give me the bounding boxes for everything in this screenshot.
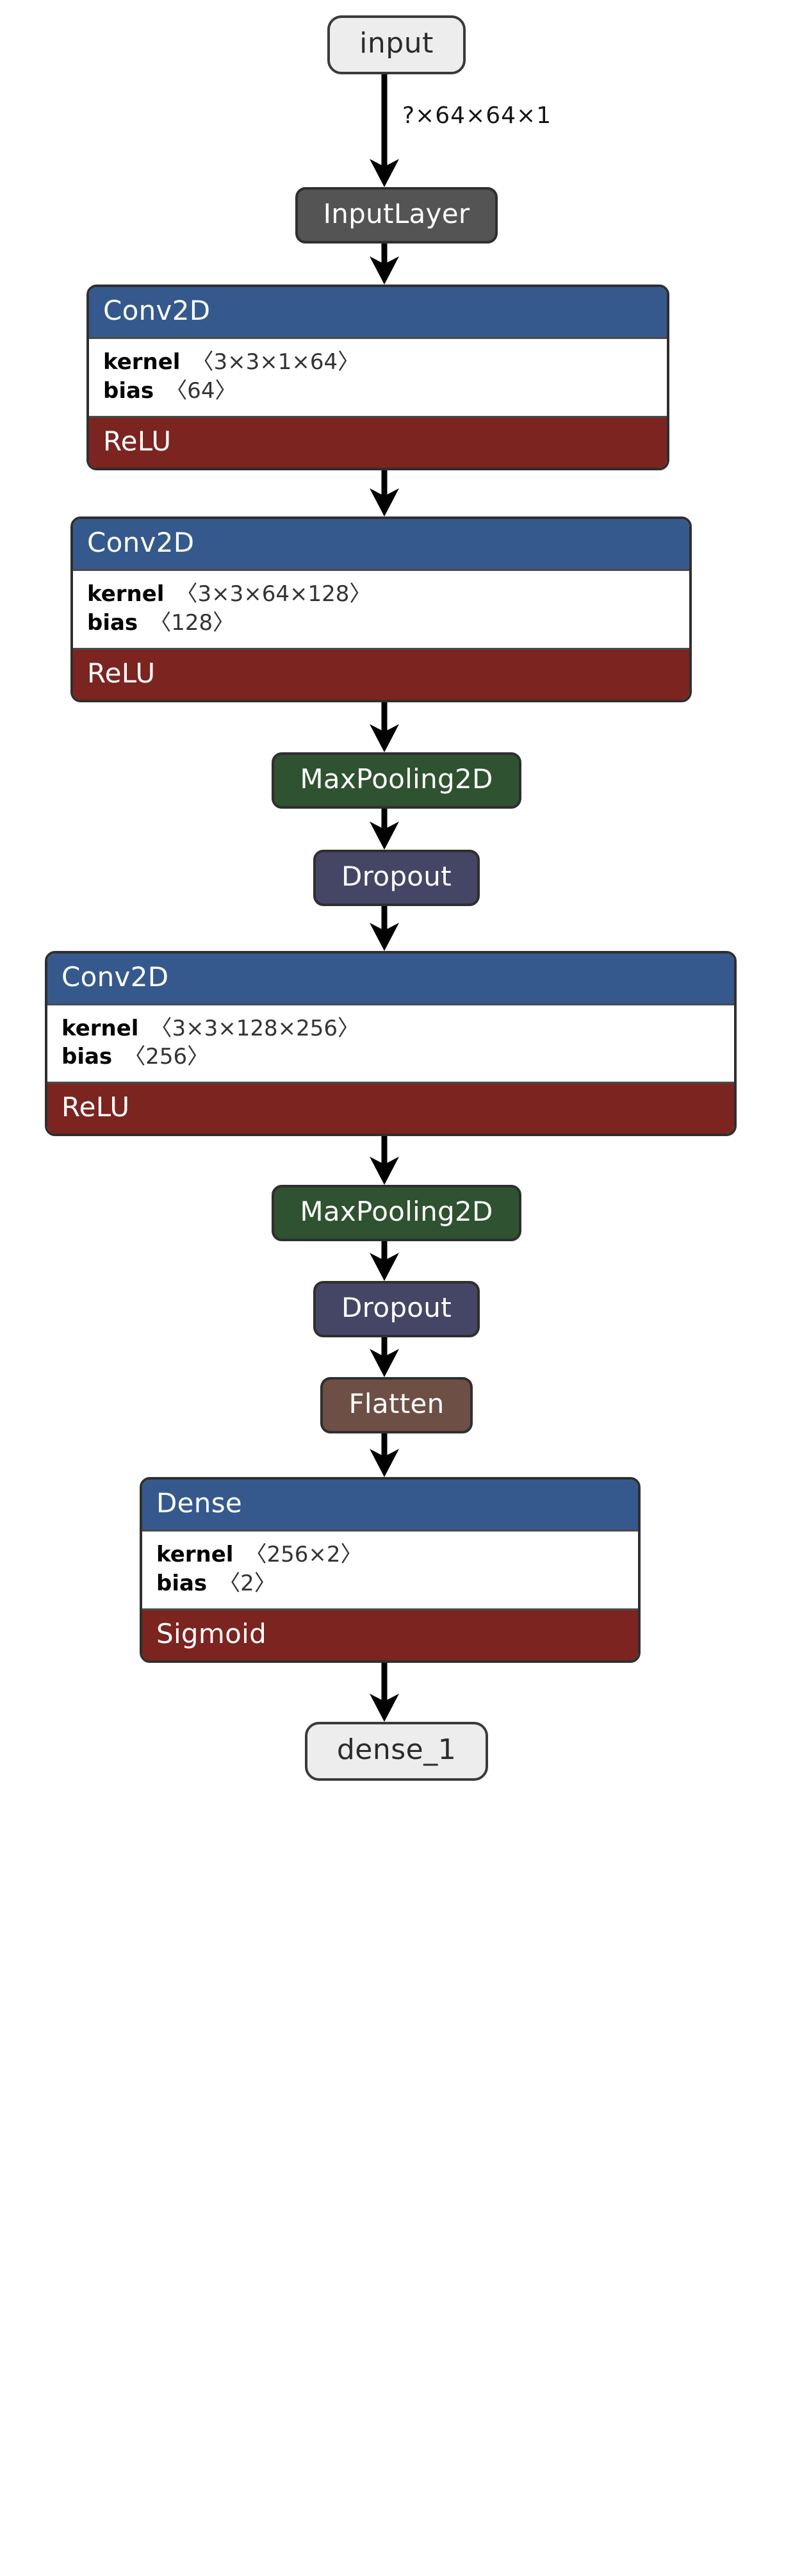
param-key: bias	[87, 609, 138, 636]
conv2d-2-activation: ReLU	[73, 649, 689, 700]
param-key: kernel	[103, 349, 181, 375]
conv2d-1-title: Conv2D	[89, 287, 667, 337]
conv2d-3-activation: ReLU	[47, 1084, 734, 1134]
dropout1-node-row: Dropout	[0, 849, 793, 906]
layer-node-dense[interactable]: Dense kernel 〈256×2〉 bias 〈2〉 Sigmoid	[140, 1477, 641, 1663]
arrow-line	[370, 74, 399, 187]
dense-node-row: Dense kernel 〈256×2〉 bias 〈2〉 Sigmoid	[0, 1477, 793, 1663]
conv2d-3-params: kernel 〈3×3×128×256〉 bias 〈256〉	[47, 1003, 734, 1084]
conv2d-2-params: kernel 〈3×3×64×128〉 bias 〈128〉	[73, 568, 689, 650]
param-value: 〈64〉	[165, 377, 237, 404]
conv2d-2-title: Conv2D	[73, 518, 689, 569]
arrow-line	[370, 1663, 399, 1722]
param-value: 〈128〉	[149, 609, 235, 636]
edge-input-to-inputlayer: ?×64×64×1	[0, 74, 793, 187]
arrow-line	[370, 702, 399, 752]
input-node-row: input	[0, 15, 793, 74]
param-value: 〈3×3×1×64〉	[192, 349, 360, 375]
conv2d-1-params: kernel 〈3×3×1×64〉 bias 〈64〉	[89, 337, 667, 418]
edge-maxpool1-to-dropout1	[0, 808, 793, 850]
param-key: bias	[61, 1044, 113, 1070]
param-row: kernel 〈256×2〉	[156, 1540, 624, 1569]
layer-node-inputlayer[interactable]: InputLayer	[295, 187, 498, 244]
layer-node-conv2d-1[interactable]: Conv2D kernel 〈3×3×1×64〉 bias 〈64〉 ReLU	[86, 285, 669, 470]
conv1-node-row: Conv2D kernel 〈3×3×1×64〉 bias 〈64〉 ReLU	[0, 285, 793, 470]
edge-inputlayer-to-conv1	[0, 244, 793, 285]
param-key: bias	[156, 1571, 208, 1597]
edge-label-input-shape: ?×64×64×1	[402, 103, 552, 129]
arrow-line	[370, 808, 399, 850]
maxpool1-node-row: MaxPooling2D	[0, 752, 793, 809]
param-row: kernel 〈3×3×1×64〉	[103, 348, 653, 377]
input-node[interactable]: input	[327, 15, 466, 74]
param-row: kernel 〈3×3×64×128〉	[87, 580, 675, 609]
param-value: 〈3×3×128×256〉	[150, 1015, 359, 1041]
dense-activation: Sigmoid	[142, 1610, 638, 1660]
arrow-line	[370, 244, 399, 285]
param-key: kernel	[61, 1015, 139, 1041]
edge-dropout2-to-flatten	[0, 1337, 793, 1378]
layer-node-flatten[interactable]: Flatten	[320, 1377, 473, 1434]
edge-dropout1-to-conv3	[0, 905, 793, 951]
layer-node-conv2d-3[interactable]: Conv2D kernel 〈3×3×128×256〉 bias 〈256〉 R…	[45, 950, 737, 1137]
param-row: bias 〈2〉	[156, 1569, 624, 1598]
edge-flatten-to-dense	[0, 1433, 793, 1478]
conv2d-1-activation: ReLU	[89, 417, 667, 468]
param-value: 〈2〉	[218, 1571, 276, 1597]
param-value: 〈256〉	[124, 1044, 209, 1070]
edge-conv1-to-conv2	[0, 470, 793, 516]
param-value: 〈256×2〉	[245, 1542, 363, 1568]
output-node-row: dense_1	[0, 1722, 793, 1781]
layer-node-dropout-2[interactable]: Dropout	[313, 1281, 480, 1338]
edge-dense-to-output	[0, 1663, 793, 1722]
param-row: bias 〈256〉	[61, 1043, 720, 1071]
layer-node-maxpooling2d-2[interactable]: MaxPooling2D	[272, 1185, 521, 1242]
arrow-line	[370, 1241, 399, 1282]
arrow-line	[370, 1337, 399, 1378]
param-key: bias	[103, 377, 154, 404]
conv2d-3-title: Conv2D	[47, 953, 734, 1003]
output-node[interactable]: dense_1	[304, 1722, 489, 1781]
layer-node-maxpooling2d-1[interactable]: MaxPooling2D	[272, 752, 521, 809]
edge-conv3-to-maxpool2	[0, 1136, 793, 1185]
flatten-node-row: Flatten	[0, 1377, 793, 1434]
param-row: bias 〈64〉	[103, 377, 653, 406]
param-row: kernel 〈3×3×128×256〉	[61, 1014, 720, 1043]
param-key: kernel	[156, 1542, 234, 1568]
arrow-line	[370, 1136, 399, 1185]
layer-node-conv2d-2[interactable]: Conv2D kernel 〈3×3×64×128〉 bias 〈128〉 Re…	[70, 516, 692, 702]
arrow-line	[370, 905, 399, 951]
arrow-line	[370, 470, 399, 516]
maxpool2-node-row: MaxPooling2D	[0, 1185, 793, 1242]
conv3-node-row: Conv2D kernel 〈3×3×128×256〉 bias 〈256〉 R…	[0, 950, 793, 1137]
param-row: bias 〈128〉	[87, 609, 675, 638]
dense-params: kernel 〈256×2〉 bias 〈2〉	[142, 1530, 638, 1610]
layer-node-dropout-1[interactable]: Dropout	[313, 849, 480, 906]
param-key: kernel	[87, 581, 165, 607]
inputlayer-node-row: InputLayer	[0, 187, 793, 244]
dense-title: Dense	[142, 1480, 638, 1530]
arrow-line	[370, 1433, 399, 1478]
edge-maxpool2-to-dropout2	[0, 1241, 793, 1282]
param-value: 〈3×3×64×128〉	[176, 581, 372, 607]
dropout2-node-row: Dropout	[0, 1281, 793, 1338]
conv2-node-row: Conv2D kernel 〈3×3×64×128〉 bias 〈128〉 Re…	[0, 516, 793, 702]
edge-conv2-to-maxpool1	[0, 702, 793, 752]
